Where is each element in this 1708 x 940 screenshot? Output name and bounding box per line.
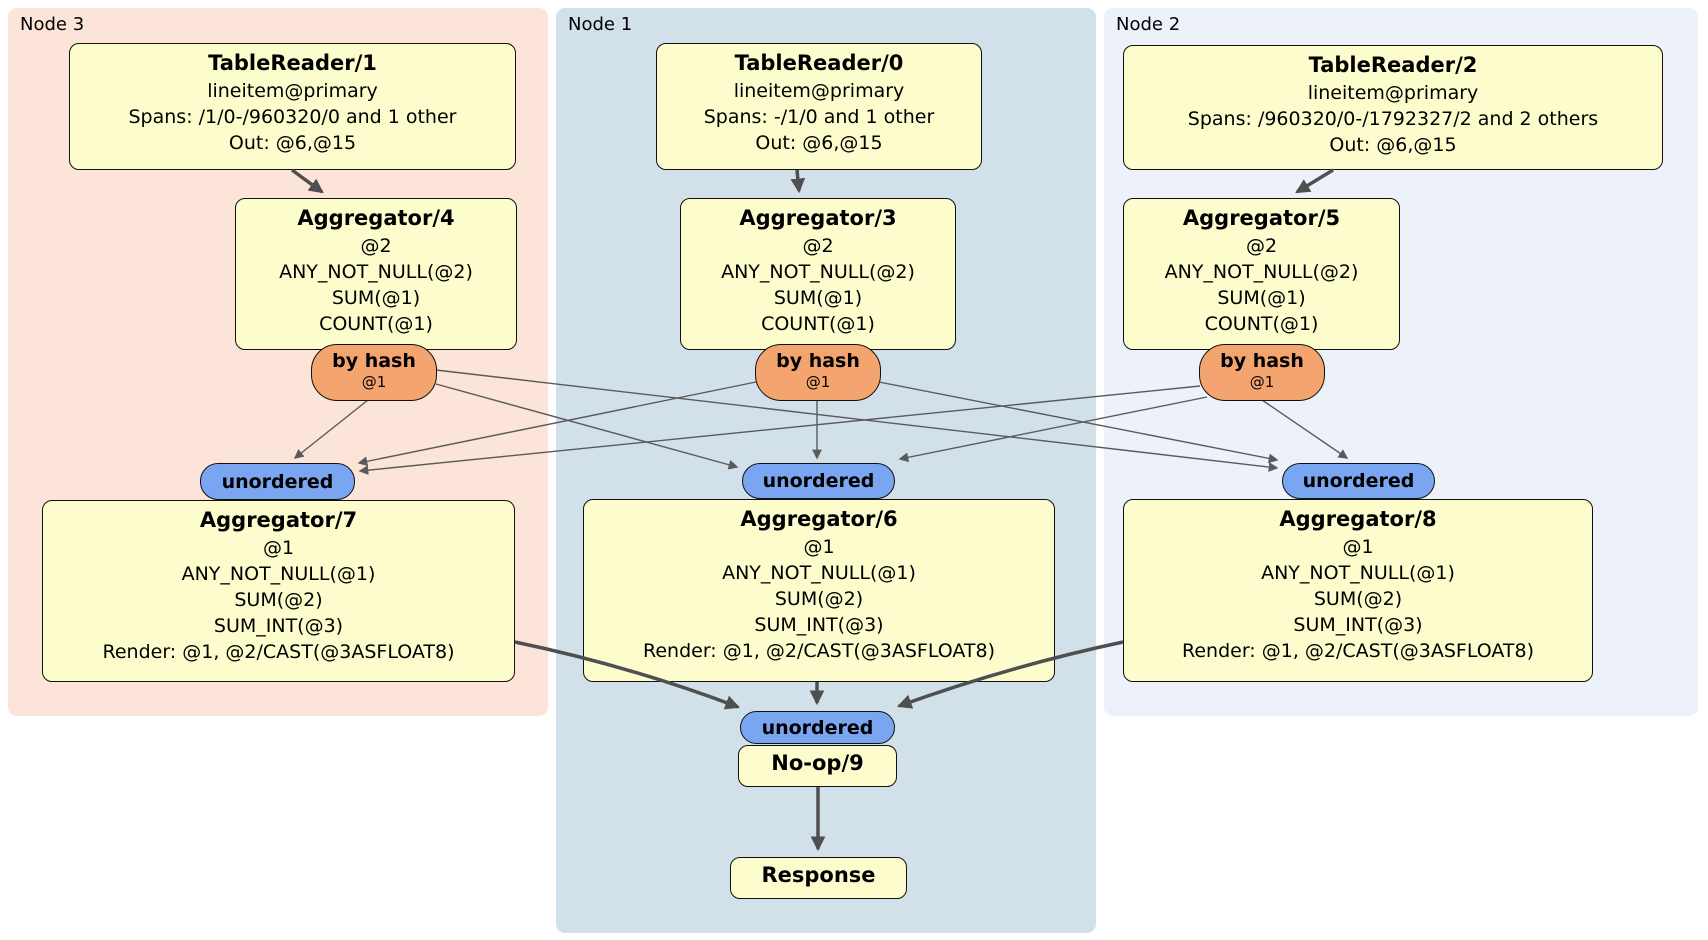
router-label: by hash: [776, 350, 860, 372]
processor-aggregator-5: Aggregator/5 @2 ANY_NOT_NULL(@2) SUM(@1)…: [1123, 198, 1400, 350]
processor-detail: Out: @6,@15: [1329, 134, 1457, 156]
processor-title: Aggregator/4: [297, 206, 455, 230]
processor-title: Response: [761, 863, 876, 887]
router-by-hash-node1: by hash @1: [755, 344, 881, 401]
processor-detail: Render: @1, @2/CAST(@3ASFLOAT8): [1182, 640, 1534, 662]
router-sublabel: @1: [361, 373, 387, 391]
processor-noop-9: No-op/9: [738, 745, 897, 787]
processor-detail: COUNT(@1): [319, 313, 433, 335]
processor-detail: SUM_INT(@3): [213, 615, 344, 637]
stream-unordered-node2: unordered: [1282, 463, 1435, 499]
processor-detail: SUM(@1): [773, 287, 863, 309]
processor-title: Aggregator/5: [1182, 206, 1341, 230]
processor-detail: ANY_NOT_NULL(@1): [722, 562, 916, 584]
router-by-hash-node2: by hash @1: [1199, 344, 1325, 401]
processor-detail: lineitem@primary: [1307, 82, 1479, 104]
processor-detail: @1: [803, 536, 835, 558]
processor-title: No-op/9: [771, 751, 864, 775]
processor-detail: ANY_NOT_NULL(@1): [1261, 562, 1455, 584]
router-sublabel: @1: [805, 373, 831, 391]
processor-title: TableReader/2: [1308, 53, 1478, 77]
stream-unordered-node3: unordered: [200, 463, 355, 500]
processor-tablereader-2: TableReader/2 lineitem@primary Spans: /9…: [1123, 45, 1663, 170]
router-sublabel: @1: [1249, 373, 1275, 391]
router-label: by hash: [332, 350, 416, 372]
stream-unordered-final: unordered: [740, 711, 895, 744]
processor-detail: Out: @6,@15: [755, 132, 883, 154]
region-label-node2: Node 2: [1116, 14, 1181, 35]
processor-detail: Out: @6,@15: [228, 132, 357, 154]
processor-detail: SUM(@1): [1217, 287, 1306, 309]
processor-title: TableReader/1: [208, 51, 377, 75]
router-by-hash-node3: by hash @1: [311, 344, 437, 401]
processor-detail: Render: @1, @2/CAST(@3ASFLOAT8): [643, 640, 995, 662]
processor-detail: SUM(@1): [331, 287, 421, 309]
processor-detail: lineitem@primary: [733, 80, 905, 102]
processor-detail: @2: [1245, 235, 1278, 257]
processor-detail: Spans: /960320/0-/1792327/2 and 2 others: [1187, 108, 1599, 130]
region-label-node1: Node 1: [568, 14, 633, 35]
processor-detail: @2: [360, 235, 392, 257]
processor-detail: SUM_INT(@3): [754, 614, 884, 636]
processor-detail: ANY_NOT_NULL(@1): [181, 563, 376, 585]
processor-title: Aggregator/6: [740, 507, 898, 531]
processor-tablereader-1: TableReader/1 lineitem@primary Spans: /1…: [69, 43, 516, 170]
processor-detail: COUNT(@1): [761, 313, 875, 335]
processor-detail: COUNT(@1): [1204, 313, 1319, 335]
processor-detail: @2: [802, 235, 834, 257]
processor-aggregator-8: Aggregator/8 @1 ANY_NOT_NULL(@1) SUM(@2)…: [1123, 499, 1593, 682]
processor-aggregator-7: Aggregator/7 @1 ANY_NOT_NULL(@1) SUM(@2)…: [42, 500, 515, 682]
processor-detail: lineitem@primary: [207, 80, 378, 102]
processor-detail: ANY_NOT_NULL(@2): [721, 261, 915, 283]
processor-response: Response: [730, 857, 907, 899]
processor-detail: Spans: /1/0-/960320/0 and 1 other: [128, 106, 457, 128]
processor-aggregator-3: Aggregator/3 @2 ANY_NOT_NULL(@2) SUM(@1)…: [680, 198, 956, 350]
processor-aggregator-6: Aggregator/6 @1 ANY_NOT_NULL(@1) SUM(@2)…: [583, 499, 1055, 682]
processor-detail: SUM(@2): [234, 589, 323, 611]
processor-detail: SUM(@2): [774, 588, 864, 610]
processor-detail: @1: [262, 537, 295, 559]
processor-detail: SUM_INT(@3): [1293, 614, 1423, 636]
processor-aggregator-4: Aggregator/4 @2 ANY_NOT_NULL(@2) SUM(@1)…: [235, 198, 517, 350]
processor-title: Aggregator/7: [199, 508, 358, 532]
processor-title: TableReader/0: [734, 51, 904, 75]
processor-title: Aggregator/3: [739, 206, 897, 230]
processor-detail: @1: [1342, 536, 1374, 558]
processor-detail: Spans: -/1/0 and 1 other: [703, 106, 935, 128]
router-label: by hash: [1220, 350, 1304, 372]
stream-unordered-node1: unordered: [742, 463, 895, 499]
processor-detail: ANY_NOT_NULL(@2): [1164, 261, 1359, 283]
processor-detail: Render: @1, @2/CAST(@3ASFLOAT8): [102, 641, 455, 663]
region-label-node3: Node 3: [20, 14, 85, 35]
processor-title: Aggregator/8: [1279, 507, 1437, 531]
processor-detail: ANY_NOT_NULL(@2): [279, 261, 473, 283]
processor-detail: SUM(@2): [1313, 588, 1403, 610]
processor-tablereader-0: TableReader/0 lineitem@primary Spans: -/…: [656, 43, 982, 170]
